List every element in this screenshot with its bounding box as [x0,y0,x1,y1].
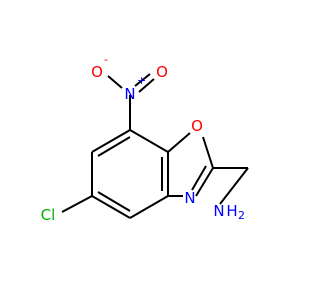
bond-c6-c7 [91,129,131,153]
bond-c3a-c4 [129,195,169,219]
h-count-subscript: 2 [238,209,245,222]
atom-n-nitro: N [124,85,135,103]
bond-c6-c7-inner [97,136,131,157]
bond-c4-c5 [91,195,131,219]
atom-o-minus: O [91,63,103,81]
nitro-n-plus: N + [124,74,146,103]
atom-n-amine: N [213,202,224,220]
nitro-oxide-o-minus: O - [91,53,108,81]
molecule-structure: O - N + O O N Cl N H 2 [41,53,249,224]
bond-nitro-o-double-b [134,73,151,87]
bond-o1-c2 [202,136,214,169]
charge-plus: + [137,74,146,87]
atom-o-nitro: O [156,63,168,81]
bond-c7-c7a [129,129,169,153]
atom-cl: Cl [41,206,56,224]
atom-n-ring: N [184,189,195,207]
atom-o-ring: O [191,117,203,135]
bond-ch2-nh2 [219,167,249,205]
bond-c2-n3 [195,167,214,197]
bond-nitro-o-single [107,75,123,89]
bond-c7a-o1 [167,132,191,153]
bond-nitro-o-double-a [138,78,155,93]
bond-c5-cl [61,195,93,213]
amine-group: N H 2 [213,202,245,222]
charge-minus: - [104,53,108,66]
bond-c4-c5-inner [97,191,131,212]
atom-h-amine: H [226,202,237,220]
bond-c2-n3-double [191,165,207,191]
